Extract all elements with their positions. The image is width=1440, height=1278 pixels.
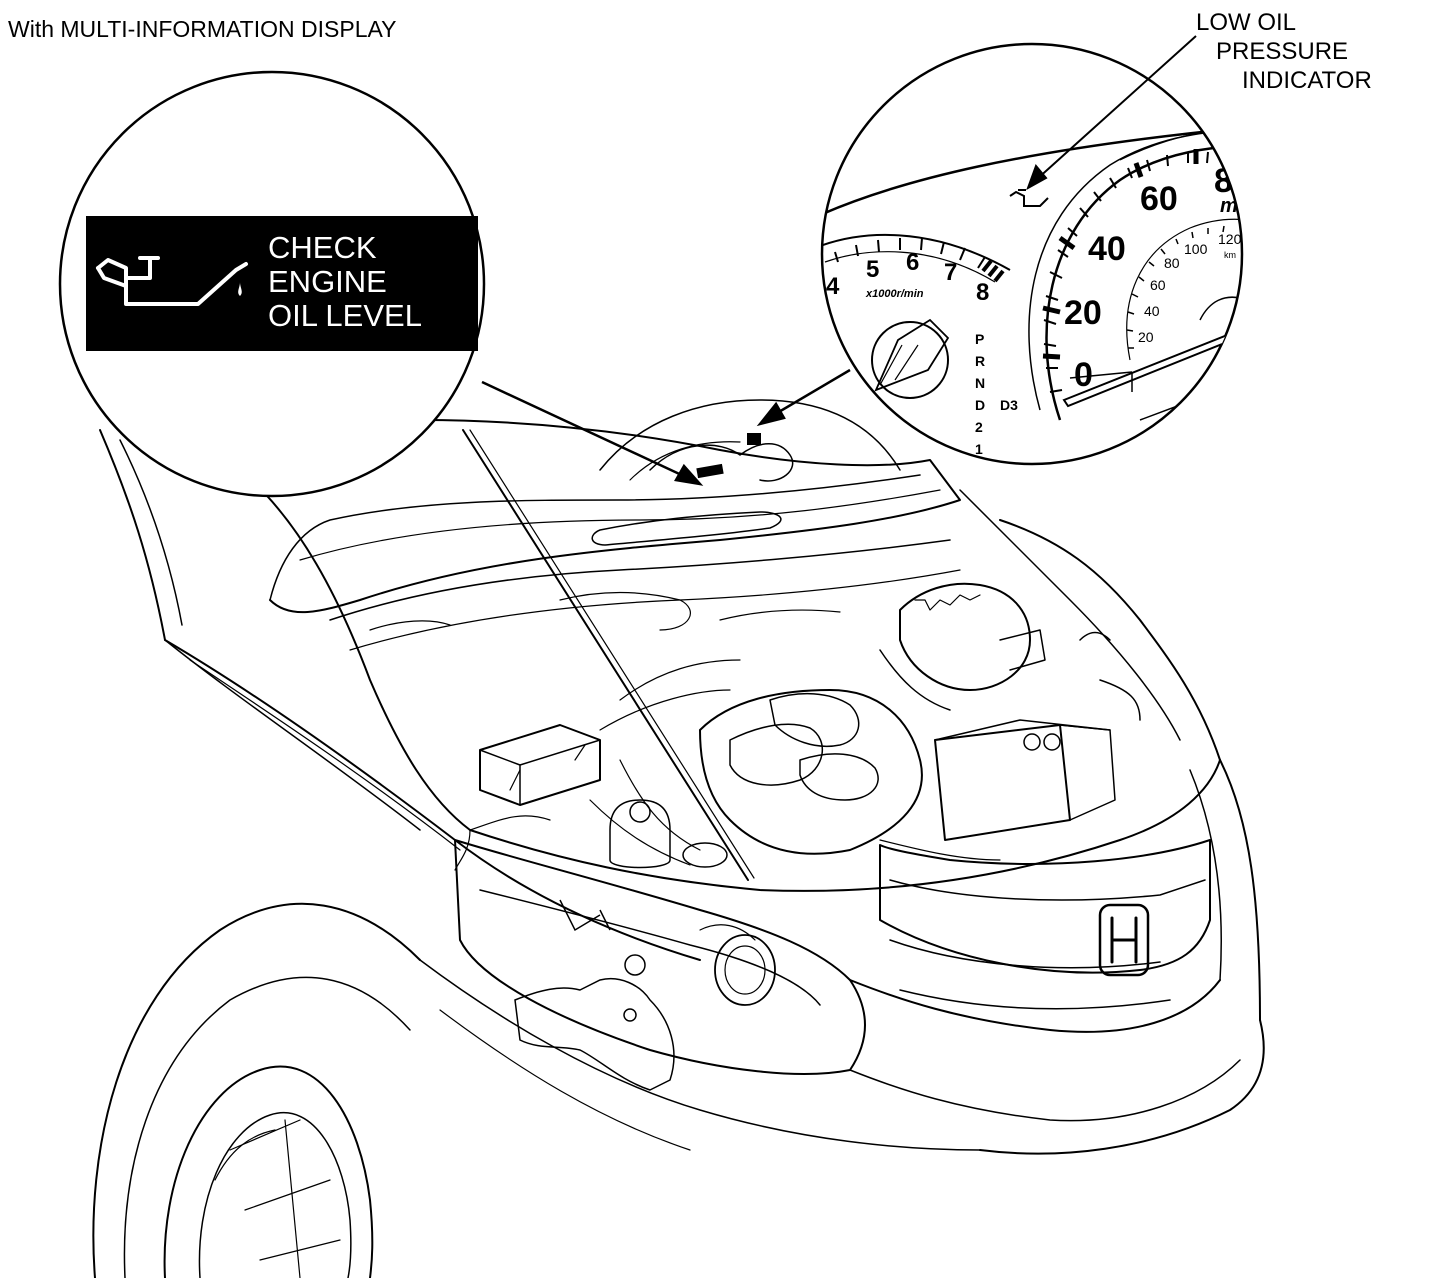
oil-drop-icon: [238, 282, 242, 296]
low-oil-pressure-label-line-1: LOW OIL: [1196, 9, 1297, 36]
km-number-120: 120: [1218, 231, 1242, 247]
gear-P: P: [975, 331, 984, 347]
gear-1: 1: [975, 441, 983, 457]
gear-D: D: [975, 397, 985, 413]
mid-display-panel: [86, 216, 478, 351]
engine-detail-sketch: [514, 899, 675, 1091]
km-number-40: 40: [1144, 303, 1160, 319]
low-oil-pressure-label-line-2: PRESSURE: [1216, 38, 1349, 65]
km-number-60: 60: [1150, 277, 1166, 293]
mph-number-20: 20: [1064, 294, 1102, 332]
left-leader-arrow: [481, 380, 704, 486]
gear-2: 2: [975, 419, 983, 435]
km-unit-label: km: [1224, 250, 1236, 260]
tach-unit-label: x1000r/min: [865, 288, 924, 300]
vehicle-line-art: [92, 399, 1265, 1278]
mid-message-line-2: ENGINE: [268, 264, 387, 299]
km-number-100: 100: [1184, 241, 1208, 257]
mph-number-60: 60: [1140, 180, 1178, 218]
low-oil-pressure-label: LOW OIL PRESSURE INDICATOR: [1196, 8, 1372, 95]
tach-number-7: 7: [944, 259, 957, 286]
gear-R: R: [975, 353, 985, 369]
mph-number-40: 40: [1088, 230, 1126, 268]
right-leader-arrow: [756, 368, 851, 427]
oil-can-icon: [96, 256, 248, 306]
mid-message-line-3: OIL LEVEL: [268, 298, 422, 333]
km-number-80: 80: [1164, 255, 1180, 271]
mph-unit-label: m: [1220, 195, 1238, 217]
diagram-caption: With MULTI-INFORMATION DISPLAY: [8, 16, 397, 42]
tach-number-6: 6: [906, 249, 919, 276]
tach-number-8: 8: [976, 279, 989, 306]
gear-D3-label: D3: [1000, 397, 1018, 413]
speedometer: 0 20 40 60 m 8: [1028, 129, 1242, 421]
gear-indicator: P R N D 2 1 D3: [975, 331, 1018, 457]
tach-number-5: 5: [866, 256, 879, 283]
mph-number-0: 0: [1074, 356, 1093, 394]
km-number-20: 20: [1138, 329, 1154, 345]
low-oil-pressure-icon: [1009, 189, 1049, 207]
left-callout: CHECK ENGINE OIL LEVEL: [58, 70, 486, 498]
low-oil-pressure-leader: [1026, 35, 1197, 191]
right-callout: 4 5 6 7 8 x1000r/min P R N: [820, 42, 1244, 466]
dial-knob-icon: [871, 318, 950, 399]
gear-N: N: [975, 375, 985, 391]
tachometer: 4 5 6 7 8 x1000r/min: [822, 234, 1011, 306]
low-oil-pressure-label-line-3: INDICATOR: [1242, 67, 1372, 94]
honda-emblem-icon: [1098, 903, 1150, 977]
mid-message-line-1: CHECK: [268, 230, 377, 265]
tach-number-4: 4: [826, 273, 840, 300]
